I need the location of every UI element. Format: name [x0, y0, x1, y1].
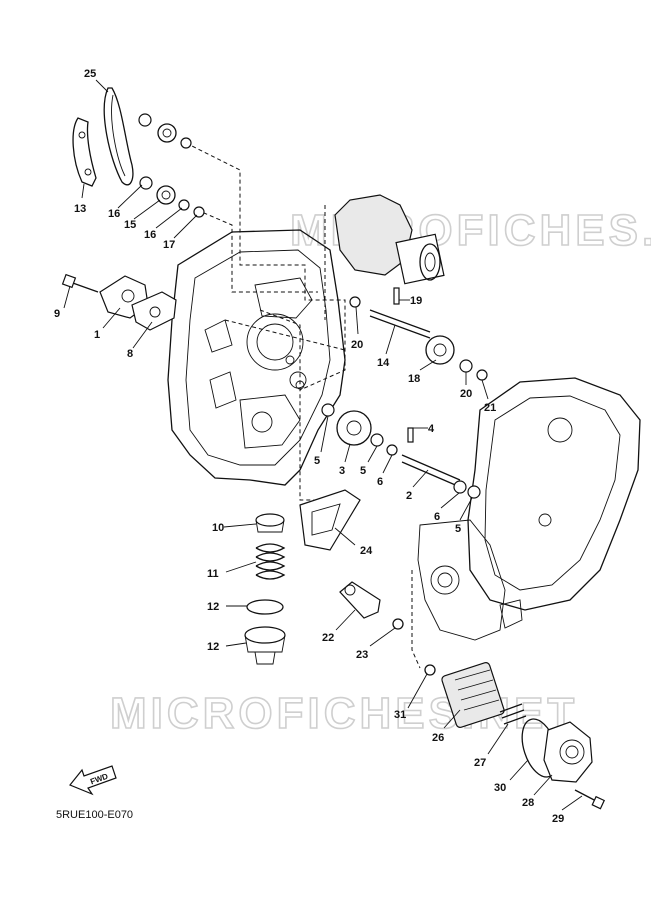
- callout-13: 13: [74, 203, 86, 215]
- oil-filter-assembly: [424, 662, 606, 810]
- callout-1: 1: [94, 329, 100, 341]
- callout-28: 28: [522, 797, 534, 809]
- callout-2: 2: [406, 490, 412, 502]
- forward-direction-arrow: FWD: [69, 765, 117, 796]
- callout-16-b: 16: [144, 229, 156, 241]
- callout-21: 21: [484, 402, 496, 414]
- callout-7: 8: [127, 348, 133, 360]
- oil-pump-assembly: [61, 273, 177, 331]
- upper-sprocket-set: [138, 113, 205, 218]
- callout-26: 26: [432, 732, 444, 744]
- callout-17: 17: [163, 239, 175, 251]
- callout-22: 22: [322, 632, 334, 644]
- callout-15: 15: [124, 219, 136, 231]
- watermark-lower: MICROFICHES.NET: [110, 689, 578, 738]
- callout-24: 24: [360, 545, 373, 557]
- callout-25: 25: [84, 68, 96, 80]
- right-crankcase: [417, 377, 641, 641]
- callout-6-b: 6: [434, 511, 440, 523]
- cam-chain: [103, 87, 134, 186]
- starter-gear-assembly: [334, 194, 445, 285]
- callout-4: 4: [428, 423, 435, 435]
- left-crankcase: [167, 229, 346, 486]
- callout-5-b: 5: [360, 465, 366, 477]
- diagram-code: 5RUE100-E070: [56, 809, 133, 821]
- callout-10: 11: [207, 568, 219, 580]
- callout-20-a: 20: [351, 339, 363, 351]
- drain-assembly: [244, 513, 286, 665]
- relief-valve: [339, 581, 404, 630]
- callout-14: 14: [377, 357, 390, 369]
- callout-23: 23: [356, 649, 368, 661]
- callout-5-c: 5: [455, 523, 461, 535]
- callout-31: 31: [394, 709, 406, 721]
- callout-20-b: 20: [460, 388, 472, 400]
- chain-guide: [72, 117, 97, 187]
- callout-16-a: 16: [108, 208, 120, 220]
- callout-6-a: 6: [377, 476, 383, 488]
- callout-29: 29: [552, 813, 564, 825]
- callout-9: 10: [212, 522, 224, 534]
- callout-3: 3: [339, 465, 345, 477]
- callout-labels: 25 13 16 15 16 17 9 1 8 19 20 14 18 20 2…: [54, 68, 564, 825]
- callout-27: 27: [474, 757, 486, 769]
- balancer-drive-set: [321, 403, 481, 499]
- callout-30: 30: [494, 782, 506, 794]
- callout-leaders: [63, 79, 583, 811]
- callout-19: 19: [410, 295, 422, 307]
- callout-5-a: 5: [314, 455, 320, 467]
- callout-8: 9: [54, 308, 60, 320]
- callout-12: 12: [207, 601, 219, 613]
- oil-strainer: [299, 489, 361, 551]
- callout-11: 12: [207, 641, 219, 653]
- pump-drive-shaft: [349, 287, 488, 381]
- callout-18: 18: [408, 373, 420, 385]
